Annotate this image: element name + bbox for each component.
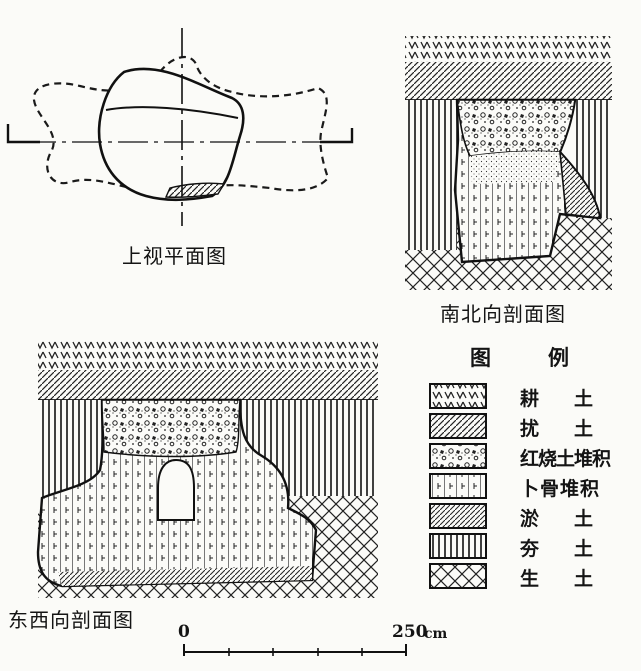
ns-cultivated-layer	[405, 36, 612, 62]
legend-label-rammed-a: 夯	[520, 538, 541, 560]
ew-silt-band	[58, 566, 312, 586]
legend-label-cultivated-a: 耕	[520, 388, 541, 410]
ew-burnt-layer	[101, 399, 241, 458]
legend-title-left: 图	[470, 345, 491, 370]
plan-pit-outline	[97, 67, 245, 202]
ew-section	[36, 340, 378, 598]
plan-inner-line	[105, 106, 239, 119]
ew-disturbed-layer	[38, 370, 378, 400]
legend-swatch-rammed	[429, 533, 487, 559]
scale-bar	[183, 644, 407, 656]
ns-disturbed-layer	[405, 62, 612, 100]
legend-swatch-virgin	[429, 563, 487, 589]
legend-label-rammed-b: 土	[574, 538, 595, 560]
legend-swatch-disturbed	[429, 413, 487, 439]
ns-burnt-layer	[456, 99, 576, 157]
legend-swatch-silt	[429, 503, 487, 529]
scale-label-zero: 0	[178, 622, 190, 642]
legend-label-disturbed-a: 扰	[520, 418, 541, 440]
legend-swatch-cultivated	[429, 383, 487, 409]
plan-section-mark-left	[6, 124, 40, 144]
plan-bottom-band	[164, 182, 226, 198]
legend-label-burnt: 红烧土堆积	[520, 448, 611, 470]
ew-niche	[157, 458, 195, 521]
legend-title-right: 例	[548, 345, 569, 370]
plan-view	[6, 28, 354, 226]
scale-label-unit: cm	[424, 626, 448, 642]
ns-rammed-left	[405, 100, 457, 250]
legend-swatch-burnt	[429, 443, 487, 469]
ns-section	[405, 36, 612, 290]
plan-outline-dashed	[32, 55, 330, 194]
ns-silt-wedge	[558, 149, 601, 219]
caption-ns-section: 南北向剖面图	[440, 302, 566, 326]
legend-swatches	[429, 383, 487, 589]
legend-label-bone: 卜骨堆积	[520, 478, 601, 500]
legend-label-disturbed-b: 土	[574, 418, 595, 440]
caption-plan-view: 上视平面图	[122, 244, 227, 268]
legend-label-silt-a: 淤	[520, 508, 541, 530]
ns-lower-fill	[470, 151, 560, 184]
ew-cultivated-layer	[38, 340, 378, 370]
legend-swatch-bone	[429, 473, 487, 499]
legend-label-cultivated-b: 土	[574, 388, 595, 410]
legend-label-silt-b: 土	[574, 508, 595, 530]
caption-ew-section: 东西向剖面图	[8, 608, 134, 632]
legend-label-virgin-b: 土	[574, 568, 595, 590]
plan-section-mark-right	[320, 128, 354, 144]
scale-label-max: 250	[392, 622, 428, 642]
legend-label-virgin-a: 生	[520, 568, 541, 590]
